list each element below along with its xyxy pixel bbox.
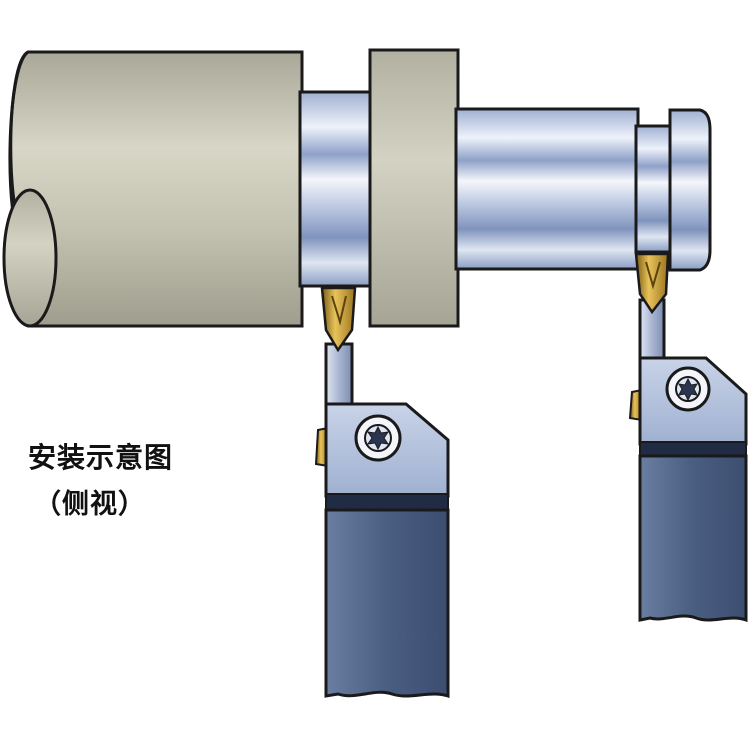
- workpiece-main-cylinder: [2, 50, 304, 328]
- torx-screw-icon: [354, 414, 402, 462]
- workpiece-end-neck: [634, 124, 674, 254]
- tool-holder-shank-left: [324, 508, 450, 699]
- grooving-tool-right: [628, 252, 748, 623]
- grooving-tool-left: [314, 286, 450, 699]
- workpiece-end-cap: [668, 108, 712, 272]
- workpiece-shaft: [454, 107, 640, 271]
- torx-screw-icon: [665, 366, 711, 412]
- diagram-caption-title: 安装示意图: [28, 441, 174, 474]
- diagram-caption-view: （侧视）: [34, 489, 146, 520]
- workpiece-neck-1: [298, 90, 376, 288]
- workpiece-collar: [368, 48, 460, 328]
- tool-holder-shank-right: [638, 454, 748, 623]
- tool-blade-left: [324, 342, 354, 406]
